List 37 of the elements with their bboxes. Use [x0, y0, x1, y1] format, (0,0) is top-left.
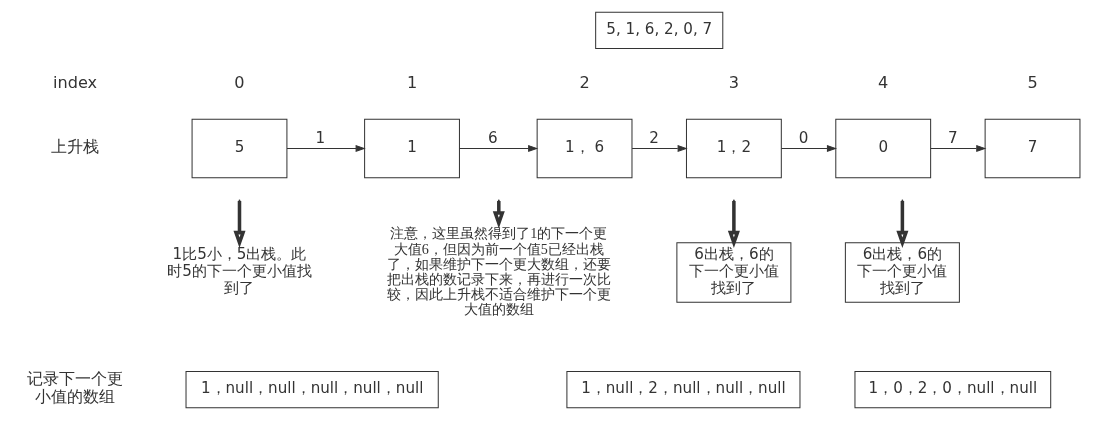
label: 2: [648, 129, 659, 148]
arrow: [929, 144, 986, 152]
label: 4: [877, 72, 888, 92]
node-box: 1: [363, 118, 460, 179]
arrow: [631, 144, 688, 152]
node-box: 6出栈，6的下一个更小值找到了: [675, 242, 791, 303]
node-box: 1，null，2，null，null，null: [565, 370, 800, 409]
label: 上升栈: [50, 137, 99, 157]
node-box: 1，0，2，0，null，null: [853, 370, 1051, 409]
edge-label: 0: [798, 129, 808, 148]
label: index: [52, 72, 97, 92]
arrow: [780, 144, 837, 152]
edge-label: 1: [314, 129, 325, 148]
node-box: 6出栈，6的下一个更小值找到了: [844, 242, 960, 303]
label: 5: [1026, 72, 1038, 92]
node-box: 1， 6: [536, 118, 632, 179]
edge-label: 2: [578, 72, 590, 92]
label: 3: [728, 72, 739, 92]
node-text: 1比5小，5出栈。此时5的下一个更小值找到了: [166, 244, 312, 298]
arrow: [458, 144, 538, 152]
node-text: 注意，这里虽然得到了1的下一个更大值6，但因为前一个值5已经出栈了，如果维护下一个更大数组，还要把出栈的数记录下来，再进行一次比较，因此上升栈不适合维护下一个更大值的数组: [386, 225, 611, 318]
node-box: 5: [191, 118, 287, 179]
node-box: 5, 1, 6, 2, 0, 7: [594, 11, 723, 50]
arrow: [727, 200, 740, 249]
label: 记录下一个更小值的数组: [26, 369, 123, 407]
arrow: [232, 200, 245, 249]
node-box: 1，null，null，null，null，null: [185, 370, 439, 409]
label: 1: [406, 72, 417, 92]
edge-label: 7: [947, 129, 958, 148]
arrow: [492, 200, 505, 229]
arrow: [895, 200, 908, 249]
edge-label: 6: [487, 129, 498, 148]
node-box: 0: [834, 118, 931, 179]
node-box: 1，2: [685, 118, 782, 179]
arrow: [286, 144, 366, 152]
node-box: 7: [984, 118, 1080, 179]
label: 0: [233, 72, 245, 92]
